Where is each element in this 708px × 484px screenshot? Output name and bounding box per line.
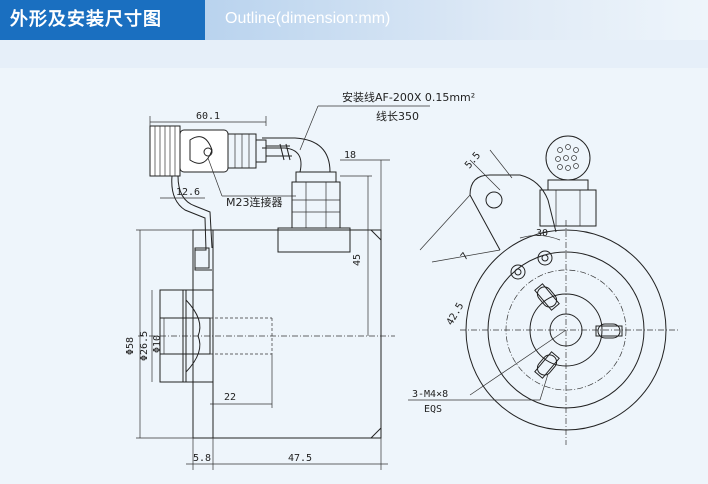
dim-5-8: 5.8 [193,453,211,464]
dim-7: 7 [459,251,471,263]
dim-60-1: 60.1 [196,111,220,122]
dim-22: 22 [224,392,236,403]
front-connector [539,189,597,227]
front-view: 5.5 7 30 42.5 3-M4×8 EQS [408,135,680,445]
header-gradient [205,0,708,40]
dim-phi26-5: Φ26.5 [139,331,150,361]
cable-label: 安装线AF-200X 0.15mm² [342,90,475,104]
dim-5-5: 5.5 [463,150,483,171]
eqs-label: EQS [424,404,442,415]
dim-phi10: Φ10 [152,335,163,353]
dim-phi58: Φ58 [125,337,136,355]
dim-47-5: 47.5 [288,453,312,464]
side-view: 60.1 18 12.6 45 Φ58 Φ26.5 Φ10 22 5.8 47.… [125,90,475,470]
cable-length-label: 线长350 [376,109,419,123]
screws-label: 3-M4×8 [412,389,448,400]
dim-42-5: 42.5 [445,301,467,327]
connector-base [277,227,351,253]
dim-18: 18 [344,150,356,161]
connector-pins [545,135,591,181]
header-band [0,40,708,68]
dim-12-6: 12.6 [176,187,200,198]
header-bar: 外形及安装尺寸图 Outline(dimension:mm) [0,0,708,40]
connector-label: M23连接器 [226,196,283,209]
page-title: 外形及安装尺寸图 [0,0,205,40]
dim-30: 30 [536,228,548,239]
page-subtitle: Outline(dimension:mm) [225,10,391,27]
dim-45: 45 [352,254,363,266]
